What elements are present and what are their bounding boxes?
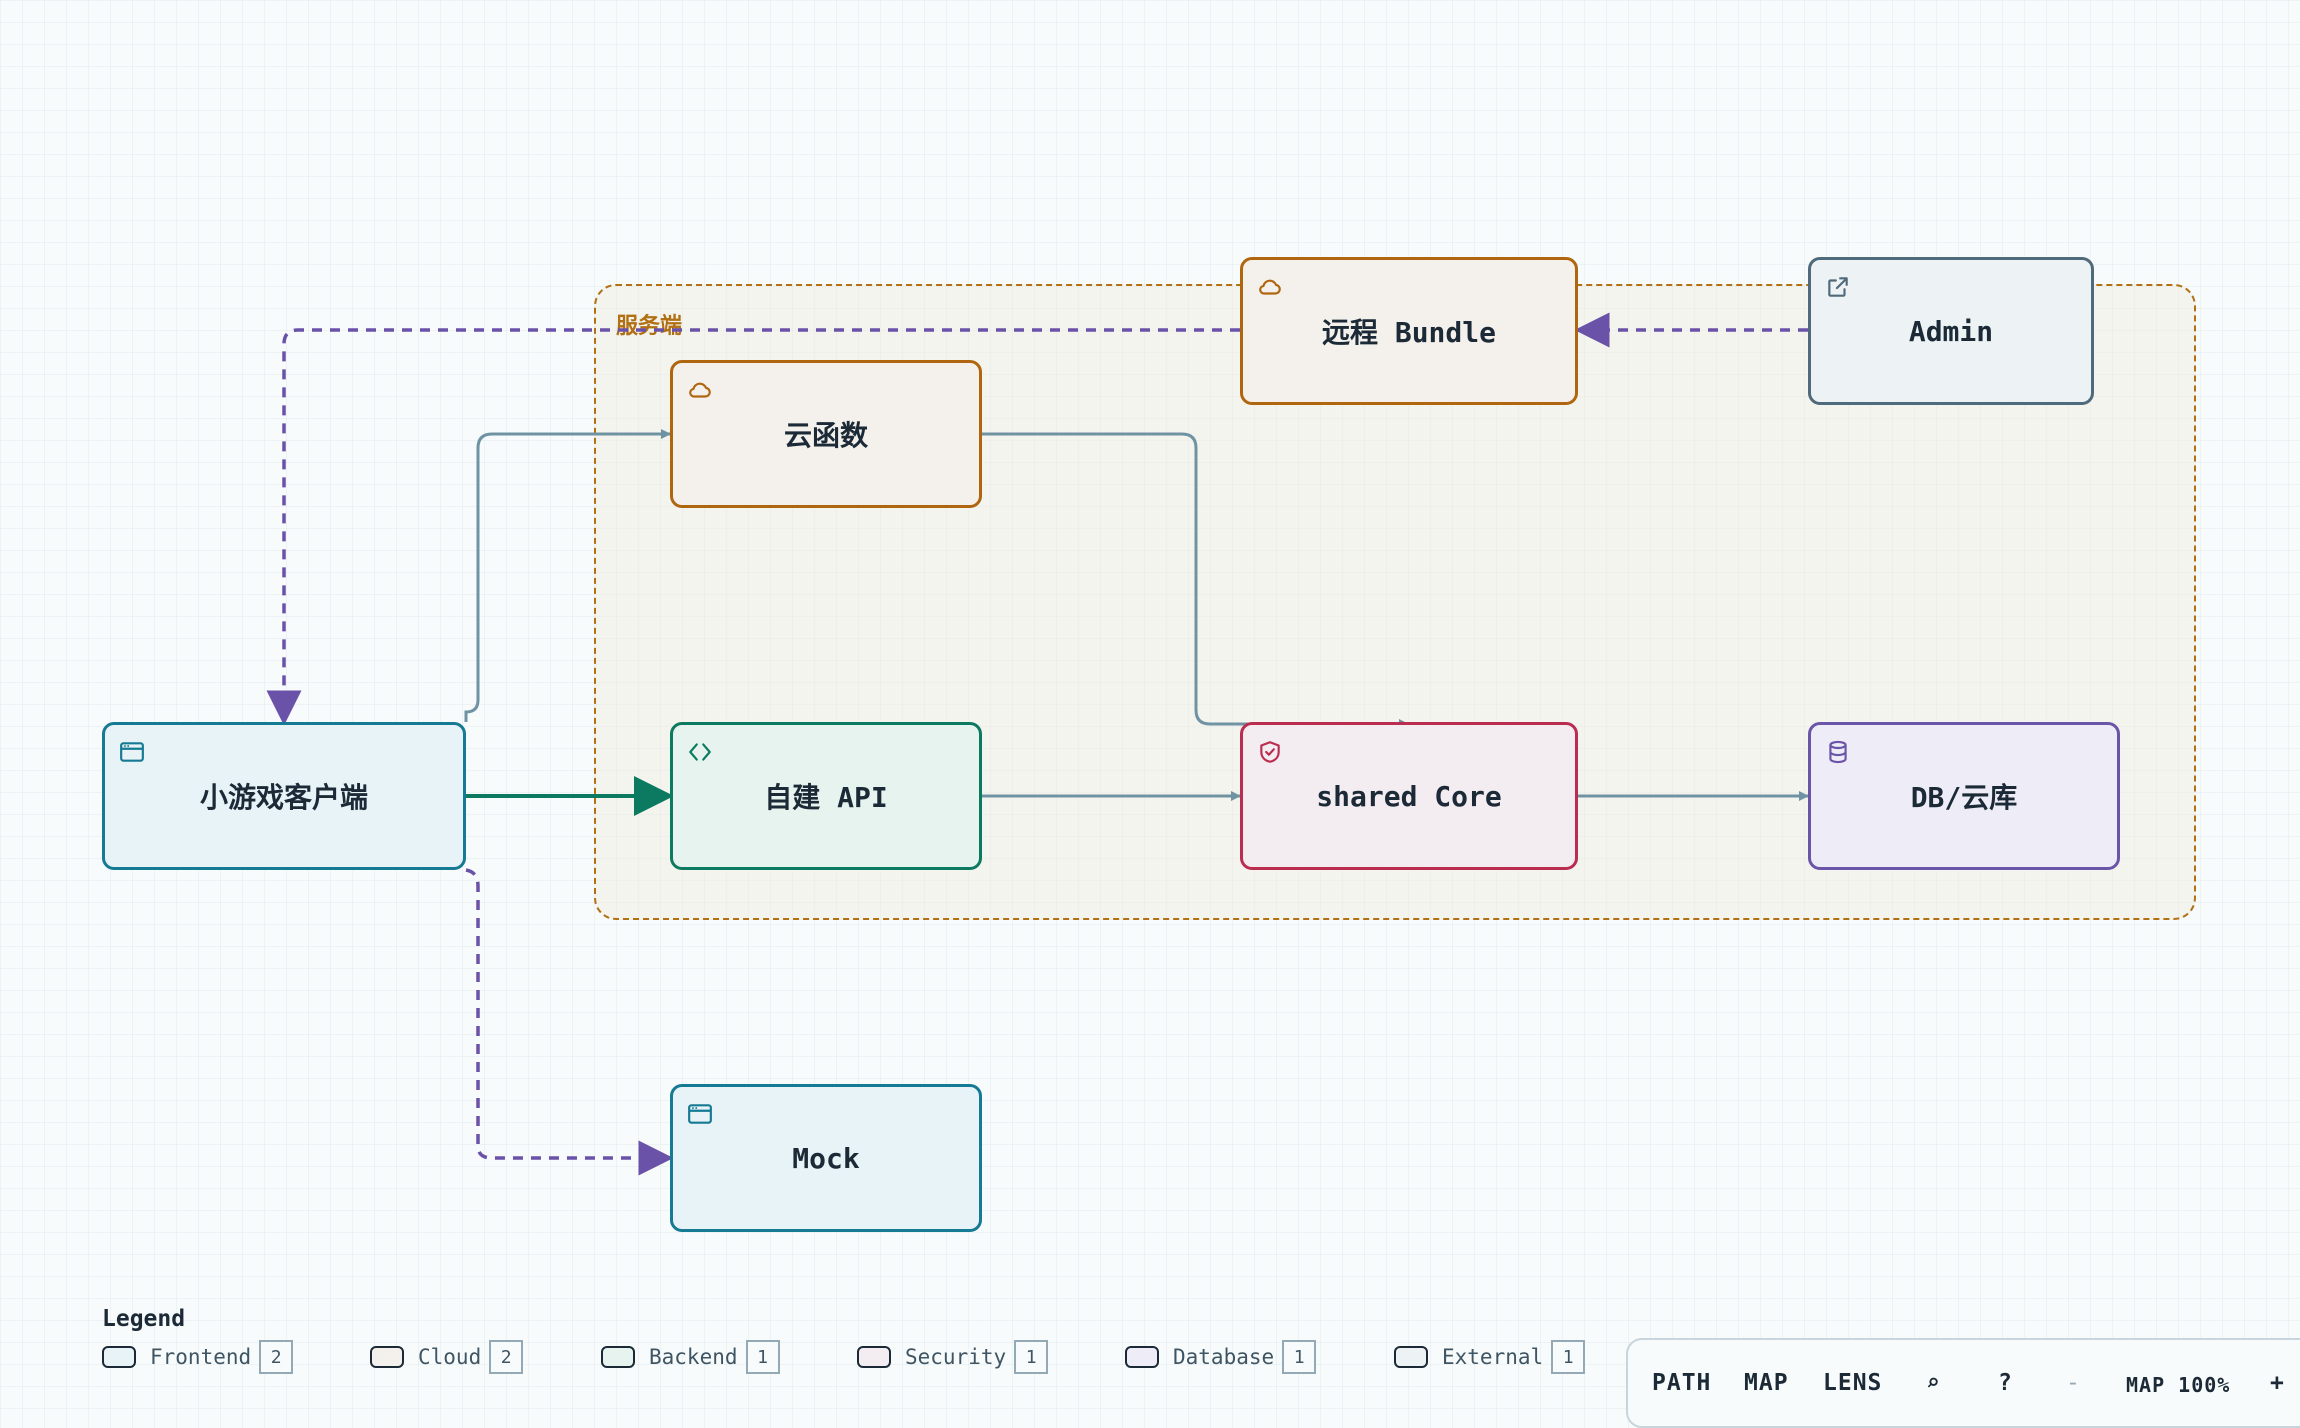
legend-name: Cloud [418, 1345, 482, 1369]
edge-bundle-client[interactable] [266, 328, 1240, 726]
legend-count: 1 [1282, 1340, 1317, 1374]
help-button[interactable]: ? [1998, 1370, 2013, 1396]
legend-item-frontend[interactable]: Frontend 2 [102, 1340, 294, 1374]
legend-name: Security [905, 1345, 1007, 1369]
edge-client-mock[interactable] [465, 868, 674, 1176]
zoom-in-button[interactable]: + [2270, 1370, 2285, 1396]
node-remote-bundle[interactable]: 远程 Bundle [1240, 257, 1578, 405]
node-admin[interactable]: Admin [1808, 257, 2094, 405]
legend-swatch [857, 1346, 891, 1368]
external-link-icon [1828, 277, 1848, 297]
legend-name: Backend [649, 1345, 738, 1369]
legend-count: 1 [1014, 1340, 1049, 1374]
legend-swatch [102, 1346, 136, 1368]
map-button[interactable]: MAP [1744, 1370, 1789, 1396]
legend-count: 2 [259, 1340, 294, 1374]
legend-swatch [601, 1346, 635, 1368]
node-label: 远程 Bundle [1321, 316, 1496, 349]
legend-count: 1 [745, 1340, 780, 1374]
node-label: DB/云库 [1910, 781, 2018, 814]
node-client[interactable]: 小游戏客户端 [102, 722, 466, 870]
search-icon[interactable]: ⌕ [1926, 1370, 1941, 1396]
cloud-icon [1259, 279, 1281, 295]
code-brackets-icon [689, 743, 711, 761]
legend-item-backend[interactable]: Backend 1 [601, 1340, 780, 1374]
node-cloud-function[interactable]: 云函数 [670, 360, 982, 508]
legend-item-external[interactable]: External 1 [1394, 1340, 1586, 1374]
node-label: shared Core [1316, 779, 1502, 813]
edge-cloudfn-core[interactable] [982, 432, 1409, 729]
browser-window-icon [688, 1104, 712, 1124]
cloud-icon [689, 382, 711, 398]
node-label: 小游戏客户端 [199, 781, 368, 814]
shield-check-icon [1260, 741, 1280, 763]
legend: Legend Frontend 2 Cloud 2 Backend 1 Secu… [102, 1306, 1586, 1374]
legend-item-cloud[interactable]: Cloud 2 [370, 1340, 524, 1374]
node-custom-api[interactable]: 自建 API [670, 722, 982, 870]
node-label: 云函数 [783, 419, 868, 452]
edge-client-cloudfn[interactable] [464, 429, 671, 722]
legend-name: Frontend [150, 1345, 252, 1369]
node-shared-core[interactable]: shared Core [1240, 722, 1578, 870]
legend-item-database[interactable]: Database 1 [1125, 1340, 1317, 1374]
node-label: 自建 API [764, 781, 888, 814]
legend-item-security[interactable]: Security 1 [857, 1340, 1049, 1374]
legend-name: Database [1173, 1345, 1275, 1369]
path-button[interactable]: PATH [1652, 1370, 1712, 1396]
legend-name: External [1442, 1345, 1544, 1369]
browser-window-icon [120, 742, 144, 762]
node-database[interactable]: DB/云库 [1808, 722, 2120, 870]
legend-title: Legend [102, 1306, 186, 1332]
database-icon [1829, 740, 1847, 764]
node-mock[interactable]: Mock [670, 1084, 982, 1232]
legend-swatch [1394, 1346, 1428, 1368]
node-label: Mock [792, 1141, 860, 1175]
group-label: 服务端 [616, 314, 683, 339]
bottom-toolbar: PATH MAP LENS ⌕ ? - MAP 100% + [1626, 1338, 2300, 1428]
legend-swatch [370, 1346, 404, 1368]
legend-count: 1 [1551, 1340, 1586, 1374]
lens-button[interactable]: LENS [1823, 1370, 1883, 1396]
legend-swatch [1125, 1346, 1159, 1368]
zoom-out-button[interactable]: - [2066, 1370, 2081, 1396]
map-zoom-level: MAP 100% [2126, 1373, 2231, 1397]
legend-count: 2 [489, 1340, 524, 1374]
node-label: Admin [1908, 314, 1994, 348]
